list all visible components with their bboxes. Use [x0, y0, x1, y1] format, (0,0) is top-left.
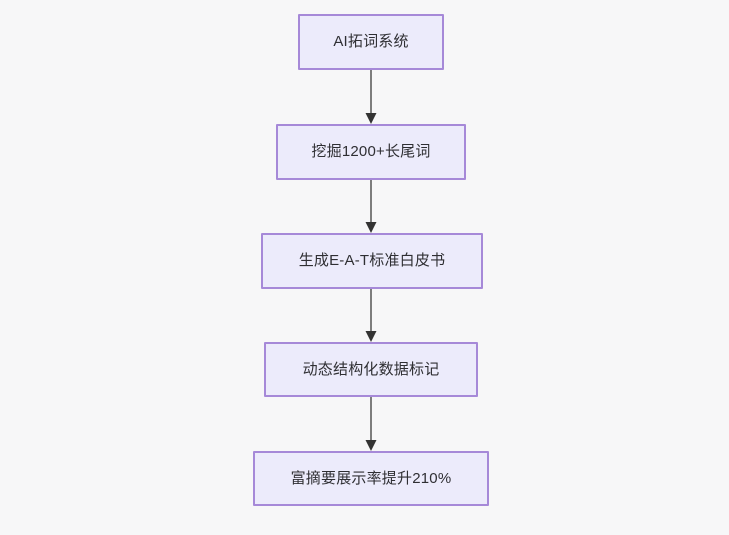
node-label: 生成E-A-T标准白皮书 [298, 252, 446, 269]
edge-n4-n5 [365, 397, 377, 451]
edge-n1-n2 [365, 70, 377, 124]
node-label: 挖掘1200+长尾词 [311, 143, 431, 160]
edge-n2-n3 [365, 180, 377, 233]
edge-n3-n4 [365, 289, 377, 342]
flowchart-node-ai-keyword-system[interactable]: AI拓词系统 [298, 14, 444, 70]
node-label: AI拓词系统 [333, 33, 409, 50]
flowchart-node-generate-eat-whitepaper[interactable]: 生成E-A-T标准白皮书 [261, 233, 483, 289]
node-label: 富摘要展示率提升210% [290, 469, 452, 487]
flowchart-node-rich-snippet-impression-lift[interactable]: 富摘要展示率提升210% [253, 451, 489, 506]
node-label: 动态结构化数据标记 [302, 360, 440, 378]
flowchart-node-mine-longtail-keywords[interactable]: 挖掘1200+长尾词 [276, 124, 466, 180]
flowchart-node-dynamic-structured-data-markup[interactable]: 动态结构化数据标记 [264, 342, 478, 397]
